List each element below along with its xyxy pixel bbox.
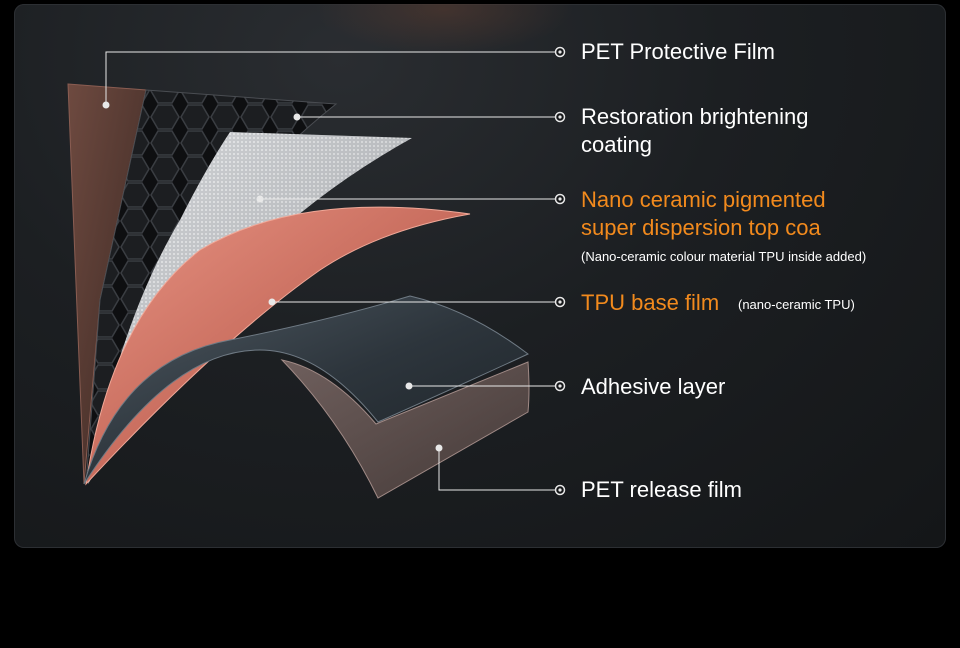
- pet-release-film-layer: [280, 359, 530, 499]
- adhesive-layer: [83, 295, 529, 485]
- label-nano-ceramic-note: (Nano-ceramic colour material TPU inside…: [581, 249, 867, 264]
- label-nano-ceramic-line1: Nano ceramic pigmented: [581, 187, 826, 212]
- label-nano-ceramic-line2: super dispersion top coa: [581, 215, 821, 240]
- label-restoration-line2: coating: [581, 132, 652, 157]
- tpu-base-film-layer: [85, 206, 471, 486]
- top-glow: [314, 4, 574, 54]
- leader-lines: [105, 51, 560, 491]
- label-pet-protective-film: PET Protective Film: [581, 39, 775, 64]
- label-ring-markers: [554, 46, 566, 496]
- label-restoration-line1: Restoration brightening: [581, 104, 809, 129]
- label-adhesive-layer: Adhesive layer: [581, 374, 726, 399]
- label-tpu-note: (nano-ceramic TPU): [738, 297, 855, 312]
- label-tpu-base-film: TPU base film: [581, 290, 720, 315]
- layer-markers: [102, 101, 443, 452]
- label-pet-release-film: PET release film: [581, 477, 742, 502]
